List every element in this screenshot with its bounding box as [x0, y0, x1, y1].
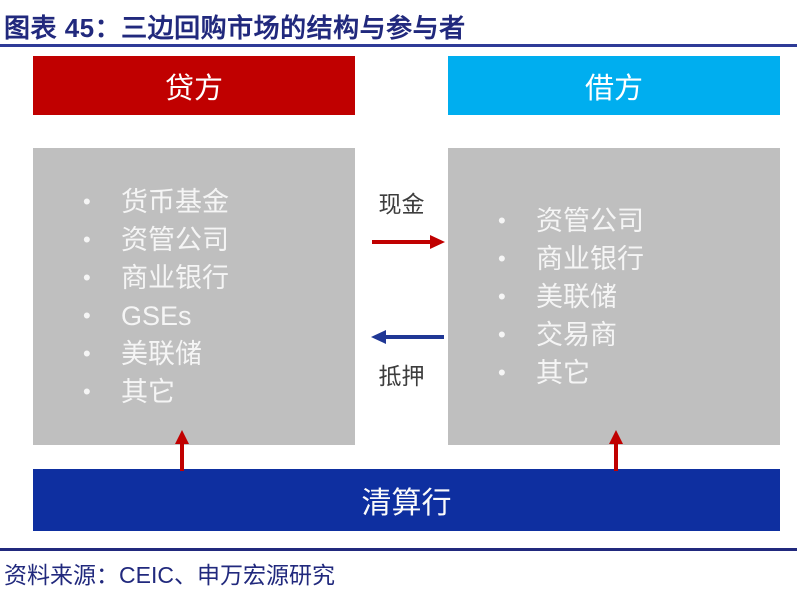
- list-item: 其它: [83, 373, 355, 411]
- footer-divider: [0, 548, 797, 551]
- cash-flow-label: 现金: [378, 191, 425, 217]
- figure-title: 图表 45：三边回购市场的结构与参与者: [4, 13, 466, 43]
- list-item: 商业银行: [498, 240, 780, 278]
- clearing-bank-label: 清算行: [361, 487, 452, 520]
- list-item: 资管公司: [83, 221, 355, 259]
- collateral-arrow-left-icon: [371, 330, 444, 344]
- list-item: 货币基金: [83, 183, 355, 221]
- list-item: 资管公司: [498, 202, 780, 240]
- source-note: 资料来源：CEIC、申万宏源研究: [4, 562, 335, 588]
- lender-header-label: 贷方: [164, 72, 223, 105]
- list-item: 美联储: [498, 278, 780, 316]
- borrower-header-label: 借方: [584, 72, 643, 105]
- list-item: 交易商: [498, 316, 780, 354]
- borrower-header-box: 借方: [448, 56, 780, 115]
- borrower-participants-box: 资管公司 商业银行 美联储 交易商 其它: [448, 148, 780, 445]
- lender-header-box: 贷方: [33, 56, 355, 115]
- cash-arrow-right-icon: [372, 235, 445, 249]
- list-item: 美联储: [83, 335, 355, 373]
- list-item: 其它: [498, 354, 780, 392]
- clearing-to-borrower-arrow-icon: [609, 430, 623, 471]
- list-item: 商业银行: [83, 259, 355, 297]
- list-item: GSEs: [83, 297, 355, 335]
- borrower-participants-list: 资管公司 商业银行 美联储 交易商 其它: [448, 202, 780, 392]
- clearing-to-lender-arrow-icon: [175, 430, 189, 471]
- lender-participants-box: 货币基金 资管公司 商业银行 GSEs 美联储 其它: [33, 148, 355, 445]
- lender-participants-list: 货币基金 资管公司 商业银行 GSEs 美联储 其它: [33, 183, 355, 411]
- title-underline: [0, 44, 797, 47]
- collateral-flow-label: 抵押: [378, 363, 425, 389]
- clearing-bank-box: 清算行: [33, 469, 780, 531]
